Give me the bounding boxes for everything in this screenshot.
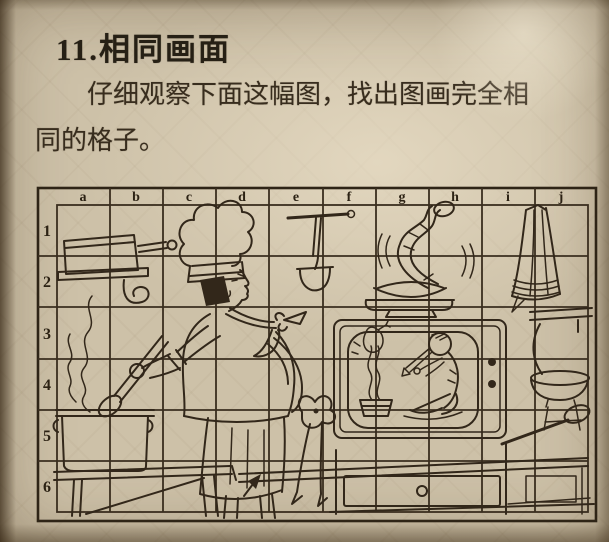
cabinet-drawer-icon	[238, 443, 595, 515]
instruction-text: 仔细观察下面这幅图，找出图画完全相同的格子。	[35, 80, 530, 156]
hanging-ladle-icon	[286, 209, 356, 292]
apron-bow-icon	[291, 395, 337, 507]
column-label: f	[347, 190, 352, 205]
pot-on-stove-icon	[52, 409, 237, 517]
row-label: 4	[43, 377, 51, 394]
row-label: 3	[43, 326, 51, 343]
page-title: 11.相同画面	[56, 32, 232, 67]
row-label: 1	[43, 223, 51, 240]
chef-figure	[97, 199, 307, 519]
row-label: 2	[43, 274, 51, 291]
towel-icon	[511, 204, 561, 313]
large-spoon-icon	[500, 404, 591, 446]
row-label: 6	[43, 479, 51, 496]
column-label: g	[399, 190, 406, 205]
column-label: i	[506, 190, 510, 205]
column-label: c	[186, 190, 192, 205]
eel-dish-icon	[364, 200, 475, 318]
tv-screen-cobra-icon	[351, 320, 393, 417]
tv-knob-icon	[488, 358, 496, 366]
column-label: h	[451, 190, 459, 205]
column-label: a	[80, 190, 87, 205]
column-label: b	[132, 190, 140, 205]
tv-knob-icon	[488, 380, 496, 388]
column-label: e	[293, 190, 299, 205]
column-labels: a b c d e f g h i j	[80, 190, 564, 205]
tv-set-icon	[333, 319, 507, 439]
steam-icon	[67, 295, 93, 413]
row-label: 5	[43, 428, 51, 445]
column-label: j	[558, 190, 564, 205]
basin-stool-icon	[529, 307, 593, 431]
tv-screen-charmer-icon	[401, 332, 463, 420]
column-label: d	[238, 190, 246, 205]
shelf-pan-icon	[57, 234, 178, 304]
row-labels: 1 2 3 4 5 6	[43, 223, 51, 496]
puzzle-grid-illustration: a b c d e f g h i j 1 2 3 4 5 6	[36, 186, 598, 523]
